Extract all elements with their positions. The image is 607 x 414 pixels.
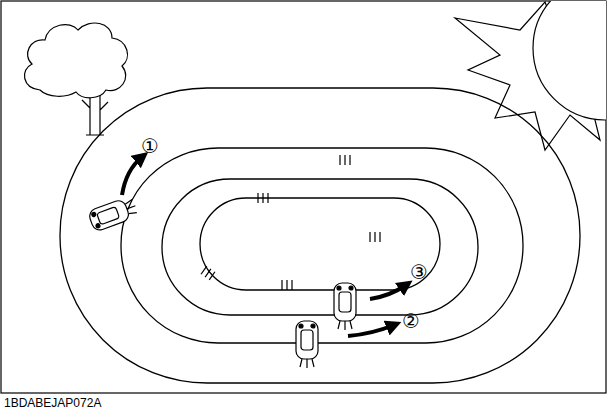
lane-marks bbox=[201, 155, 380, 290]
direction-arrow bbox=[122, 157, 142, 195]
callout-number-holder: ③ bbox=[410, 262, 428, 282]
sun bbox=[455, 1, 606, 150]
callout-number-holder: ② bbox=[402, 311, 420, 331]
lane-mark bbox=[286, 280, 287, 290]
vehicle bbox=[296, 321, 318, 368]
lane-mark bbox=[262, 193, 263, 203]
lane-mark bbox=[257, 193, 258, 203]
callout-number: ① bbox=[141, 136, 159, 156]
lane-mark bbox=[209, 272, 215, 280]
lane-mark bbox=[205, 269, 211, 277]
lane-mark bbox=[369, 232, 370, 242]
vehicle bbox=[334, 283, 356, 330]
callout-number: ② bbox=[402, 311, 420, 331]
callout-number-holder: ① bbox=[141, 136, 159, 156]
lane-mark bbox=[349, 155, 350, 165]
lane-mark bbox=[339, 155, 340, 165]
tree bbox=[24, 23, 127, 135]
lane-mark bbox=[291, 280, 292, 290]
callout-number: ③ bbox=[410, 262, 428, 282]
lane-mark bbox=[267, 193, 268, 203]
lane-mark bbox=[374, 232, 375, 242]
figure-code-holder: 1BDABEJAP072A bbox=[4, 397, 101, 409]
frame bbox=[1, 1, 606, 393]
figure-code: 1BDABEJAP072A bbox=[4, 397, 101, 409]
vehicle bbox=[87, 195, 139, 232]
direction-arrow bbox=[348, 325, 394, 336]
lane-mark bbox=[281, 280, 282, 290]
lane-mark bbox=[379, 232, 380, 242]
direction-arrow bbox=[370, 285, 406, 299]
lane-mark bbox=[201, 266, 207, 274]
race-track bbox=[60, 88, 580, 383]
lane-mark bbox=[344, 155, 345, 165]
